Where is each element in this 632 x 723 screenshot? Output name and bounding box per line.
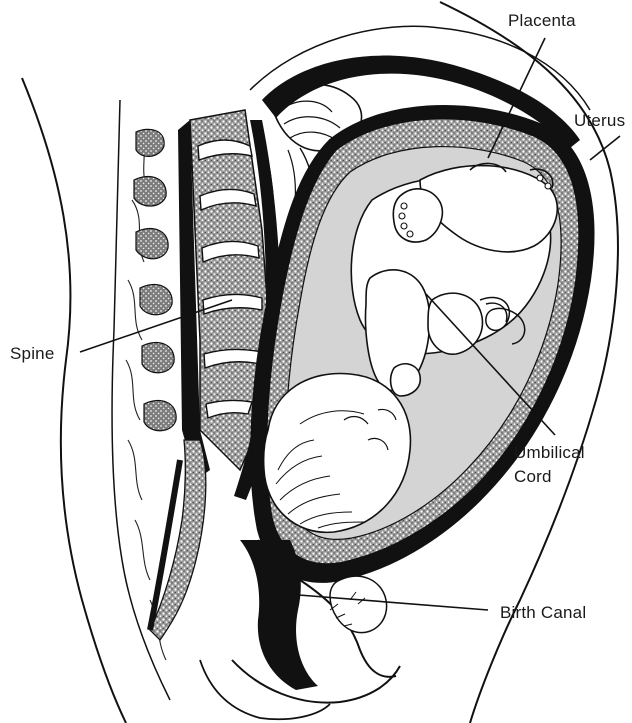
spinous-processes [134, 129, 176, 430]
back-outline [22, 78, 126, 723]
label-birth-canal: Birth Canal [500, 602, 586, 624]
label-uterus: Uterus [574, 110, 625, 132]
buttock [200, 660, 330, 719]
label-spine: Spine [10, 343, 54, 365]
perineum [232, 660, 400, 703]
label-umbilical-line1: Umbilical [514, 442, 585, 464]
label-placenta: Placenta [508, 10, 576, 32]
label-umbilical-line2: Cord [514, 466, 552, 488]
